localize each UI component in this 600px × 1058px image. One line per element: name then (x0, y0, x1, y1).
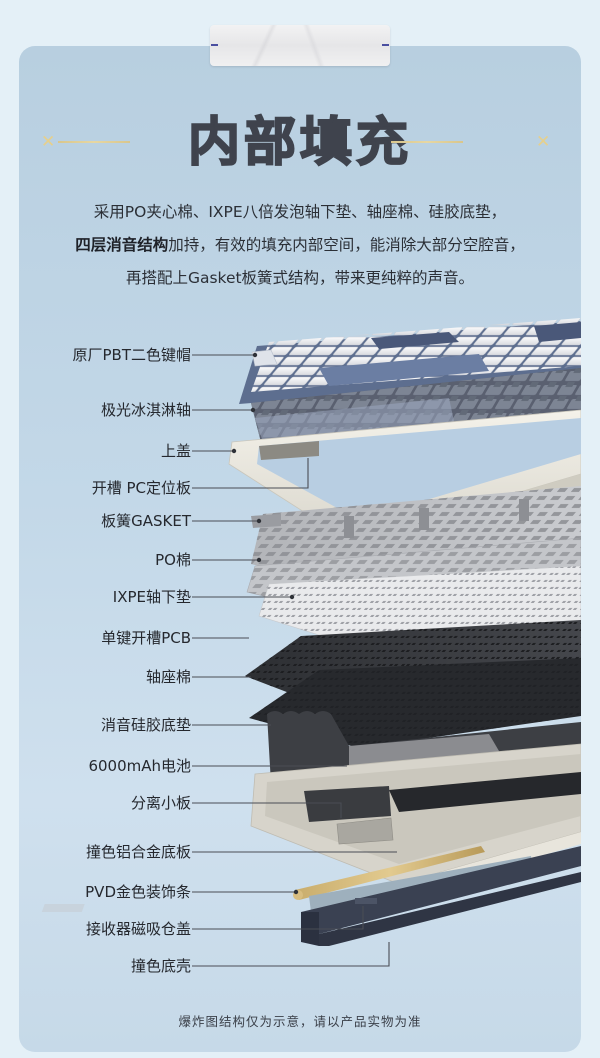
decorative-tape (210, 25, 390, 66)
layer-label-switch-foam: 轴座棉 (145, 668, 191, 686)
layer-label-gold-strip: PVD金色装饰条 (85, 883, 191, 901)
switches-layer (251, 368, 581, 466)
layer-label-receiver-cover: 接收器磁吸仓盖 (85, 920, 191, 938)
leader-lines (192, 352, 397, 967)
layer-label-pc-plate: 开槽 PC定位板 (91, 479, 191, 497)
divider-line-left (58, 141, 130, 143)
keycaps-layer (239, 318, 581, 404)
tape-tick-left (211, 44, 218, 46)
disclaimer-note: 爆炸图结构仅为示意，请以产品实物为准 (178, 1014, 422, 1029)
layer-label-switches: 极光冰淇淋轴 (100, 401, 191, 419)
bottom-shell-layer (301, 846, 581, 946)
gold-strip-layer (293, 846, 485, 900)
layer-label-top-case: 上盖 (160, 442, 191, 460)
layer-label-daughterboard: 分离小板 (130, 794, 191, 812)
plate-gasket-layer (251, 486, 581, 586)
layer-label-bottom-shell: 撞色底壳 (130, 957, 191, 975)
layer-label-gasket: 板簧GASKET (101, 512, 191, 530)
po-foam-layer (246, 537, 581, 625)
layer-label-po-foam: PO棉 (155, 551, 191, 569)
divider-line-right (391, 141, 463, 143)
bottom-case-layer (250, 743, 581, 896)
section-header: ✕ 内部填充 ✕ (19, 110, 581, 176)
layer-label-ixpe-pad: IXPE轴下垫 (112, 588, 191, 606)
tape-tick-right (382, 44, 389, 46)
switch-foam-layer (249, 658, 581, 748)
layer-label-keycaps: 原厂PBT二色键帽 (72, 346, 192, 364)
intro-paragraph: 采用PO夹心棉、IXPE八倍发泡轴下垫、轴座棉、硅胶底垫， 四层消音结构加持，有… (19, 196, 581, 295)
top-case-layer (228, 409, 581, 554)
layer-label-aluminium-plate: 撞色铝合金底板 (85, 843, 191, 861)
intro-line-3: 再搭配上Gasket板簧式结构，带来更纯粹的声音。 (125, 269, 475, 287)
intro-line-1: 采用PO夹心棉、IXPE八倍发泡轴下垫、轴座棉、硅胶底垫， (93, 203, 507, 221)
layer-label-battery: 6000mAh电池 (88, 757, 191, 775)
ixpe-pad-layer (258, 565, 581, 668)
intro-line-2-rest: 加持，有效的填充内部空间，能消除大部分空腔音， (168, 236, 525, 254)
pcb-layer (245, 620, 581, 712)
intro-highlight: 四层消音结构 (75, 236, 169, 254)
intro-line-2: 四层消音结构加持，有效的填充内部空间，能消除大部分空腔音， (19, 229, 581, 262)
silicone-pad-layer (267, 711, 581, 790)
content-card: ✕ 内部填充 ✕ 采用PO夹心棉、IXPE八倍发泡轴下垫、轴座棉、硅胶底垫， 四… (19, 46, 581, 1052)
sparkle-x-icon: ✕ (536, 132, 551, 152)
layer-label-pcb: 单键开槽PCB (101, 629, 191, 647)
layer-label-silicone-pad: 消音硅胶底垫 (100, 716, 191, 734)
sparkle-x-icon: ✕ (41, 132, 56, 152)
section-title: 内部填充 (187, 112, 412, 174)
